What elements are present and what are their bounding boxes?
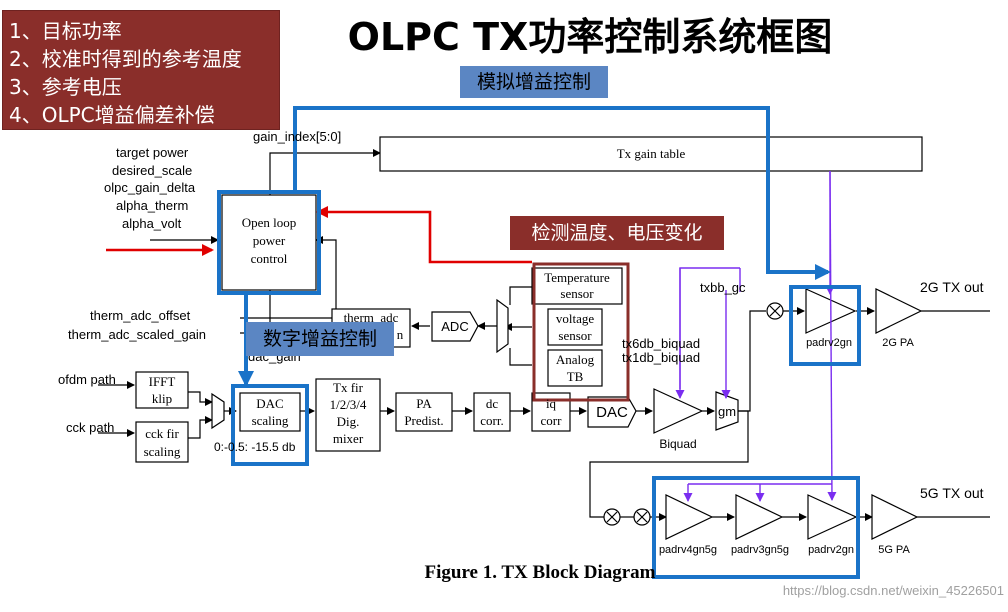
padrv3gn5g-label: padrv3gn5g: [731, 544, 789, 556]
ifft-klip-box: [135, 371, 189, 409]
pa-predist-box: [395, 392, 453, 432]
tx6db-label: tx6db_biquad: [622, 336, 700, 351]
dac-block: [587, 396, 637, 428]
legend-item-olpc-comp: 4、OLPC增益偏差补偿: [9, 103, 215, 127]
input-label: alpha_therm: [116, 198, 188, 213]
volt-sensor-label: voltage: [556, 311, 594, 326]
legend-item-target-power: 1、目标功率: [9, 19, 122, 43]
padrv4gn5g-amp: [665, 494, 714, 540]
ofdm-path-label: ofdm path: [58, 372, 116, 387]
adc-label: ADC: [441, 319, 468, 334]
iq-corr-label: iq: [546, 396, 557, 411]
gm-block: [715, 391, 739, 431]
sensor-mux: [496, 298, 509, 354]
therm-box-label: therm_adc: [344, 310, 399, 325]
biquad-amp: [653, 388, 704, 434]
pa-predist-label: PA: [416, 396, 432, 411]
dac-scaling-label: DAC: [256, 396, 283, 411]
digital-gain-callout: 数字增益控制: [246, 322, 394, 356]
5g-chain-highlight: [652, 476, 860, 579]
padrv2gn-highlight: [789, 285, 861, 366]
dac-scaling-box: [239, 392, 301, 432]
padrv4gn5g-label: padrv4gn5g: [659, 544, 717, 556]
analog-gain-callout: 模拟增益控制: [460, 66, 608, 98]
olpc-box: [221, 194, 317, 291]
detect-feedback-line: [106, 206, 532, 264]
gm-label: gm: [718, 404, 736, 419]
volt-sensor-label: sensor: [558, 328, 592, 343]
tx1db-label: tx1db_biquad: [622, 350, 700, 365]
ifft-label: IFFT: [149, 374, 176, 389]
pa-predist-label: Predist.: [404, 413, 443, 428]
pa-5g-label: 5G PA: [878, 544, 910, 556]
therm-scaled-label: therm_adc_scaled_gain: [68, 327, 206, 342]
analog-tb-label: TB: [567, 369, 584, 384]
gain-index-label: gain_index[5:0]: [253, 129, 341, 144]
legend-box: 1、目标功率 2、校准时得到的参考温度 3、参考电压 4、OLPC增益偏差补偿: [2, 10, 280, 130]
olpc-highlight: [217, 190, 321, 295]
input-label: desired_scale: [112, 163, 192, 178]
pa-2g-label: 2G PA: [882, 337, 914, 349]
tx-fir-box: [315, 378, 381, 452]
temperature-sensor-box: [531, 267, 623, 305]
olpc-label: power: [253, 233, 286, 248]
padrv2gn-5g-label: padrv2gn: [808, 544, 854, 556]
legend-item-ref-temp: 2、校准时得到的参考温度: [9, 47, 242, 71]
therm-box-label: n: [397, 327, 404, 342]
temp-sensor-label: sensor: [560, 286, 594, 301]
cck-fir-box: [135, 421, 189, 463]
pa-2g-amp: [875, 288, 923, 334]
tx-gain-table-box: [379, 136, 923, 172]
padrv2gn-5g-amp: [807, 494, 858, 540]
tx-fir-label: mixer: [333, 431, 364, 446]
padrv2gn-label: padrv2gn: [806, 337, 852, 349]
tx-fir-label: 1/2/3/4: [330, 397, 367, 412]
tx-fir-label: Tx fir: [333, 380, 364, 395]
cck-fir-label: cck fir: [145, 426, 179, 441]
analog-tb-label: Analog: [556, 352, 595, 367]
tx-fir-label: Dig.: [337, 414, 360, 429]
legend-item-ref-volt: 3、参考电压: [9, 75, 122, 99]
path-mux: [211, 392, 225, 430]
input-label: alpha_volt: [122, 216, 182, 231]
biquad-label: Biquad: [659, 437, 696, 451]
input-label: olpc_gain_delta: [104, 180, 196, 195]
pa-5g-amp: [871, 494, 919, 540]
adc-block: [431, 311, 479, 342]
input-label: target power: [116, 145, 189, 160]
temp-sensor-label: Temperature: [544, 270, 610, 285]
dc-corr-label: corr.: [480, 413, 503, 428]
sensor-highlight: [532, 262, 630, 402]
analog-gain-arrow: [293, 106, 831, 280]
out-2g-label: 2G TX out: [920, 279, 984, 295]
out-5g-label: 5G TX out: [920, 485, 984, 501]
analog-tb-box: [547, 349, 603, 387]
therm-offset-label: therm_adc_offset: [90, 308, 191, 323]
iq-corr-label: corr: [541, 413, 563, 428]
voltage-sensor-box: [547, 308, 603, 346]
tx-gain-table-label: Tx gain table: [617, 146, 686, 161]
dc-corr-box: [473, 392, 511, 432]
cck-path-label: cck path: [66, 420, 114, 435]
page-title: OLPC TX功率控制系统框图: [347, 15, 833, 59]
figure-caption: Figure 1. TX Block Diagram: [424, 562, 656, 583]
dac-scaling-label: scaling: [252, 413, 289, 428]
txbb-gc-label: txbb_gc: [700, 280, 746, 295]
padrv3gn5g-amp: [735, 494, 784, 540]
watermark: https://blog.csdn.net/weixin_45226501: [782, 583, 1004, 598]
dac-scaling-highlight: [231, 384, 309, 466]
olpc-label: control: [251, 251, 288, 266]
cck-fir-label: scaling: [144, 444, 181, 459]
olpc-label: Open loop: [242, 215, 297, 230]
detect-callout: 检测温度、电压变化: [510, 216, 724, 250]
dc-corr-label: dc: [486, 396, 499, 411]
highlight-overlays: [217, 106, 861, 579]
dac-range-label: 0:-0.5: -15.5 db: [214, 440, 296, 454]
ifft-label: klip: [152, 391, 172, 406]
dac-label: DAC: [596, 404, 628, 421]
